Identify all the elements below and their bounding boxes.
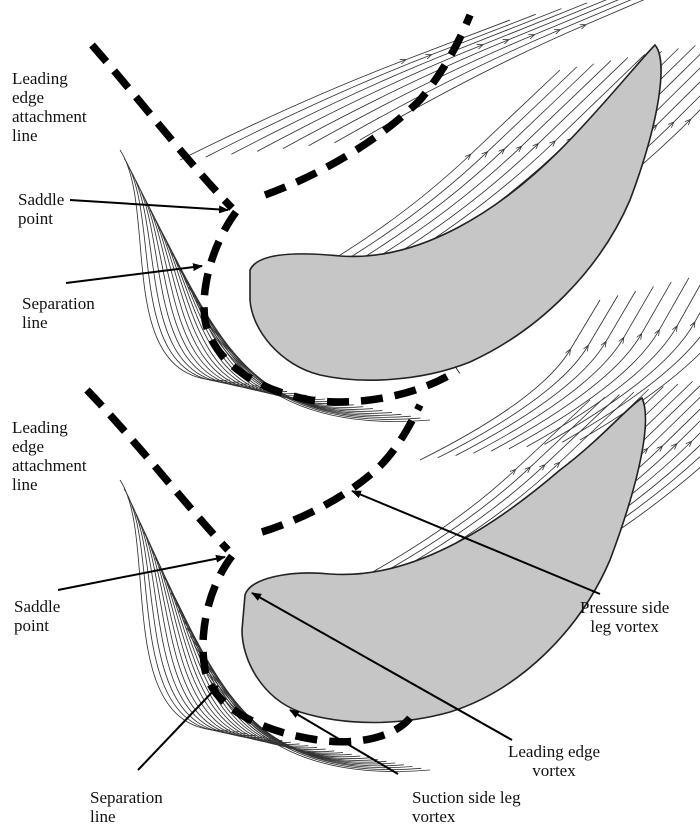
streamline <box>206 14 536 157</box>
streamline <box>132 506 256 736</box>
lower-leading-edge-label: Leading edge attachment line <box>12 418 87 494</box>
leading-edge-vortex-label: Leading edge vortex <box>508 742 600 780</box>
upper-leading-edge-label: Leading edge attachment line <box>12 69 87 145</box>
lower-leading-edge-attachment-dash <box>87 390 228 550</box>
upper-separation-label: Separation line <box>22 294 95 332</box>
lower-saddle-label: Saddle point <box>14 597 60 635</box>
upper-blade <box>250 45 661 380</box>
streamline <box>257 3 587 152</box>
pressure-side-label: Pressure side leg vortex <box>580 598 669 636</box>
lower-saddle-arrow <box>58 557 225 590</box>
upper-leading-edge-attachment-dash <box>92 45 232 208</box>
upper-saddle-label: Saddle point <box>18 190 64 228</box>
upper-separation-arrow <box>66 266 202 283</box>
suction-side-label: Suction side leg vortex <box>412 788 521 826</box>
lower-blade <box>242 398 645 723</box>
pressure-side-dash <box>262 405 420 532</box>
lower-separation-label: Separation line <box>90 788 163 826</box>
upper-saddle-arrow <box>70 200 228 210</box>
